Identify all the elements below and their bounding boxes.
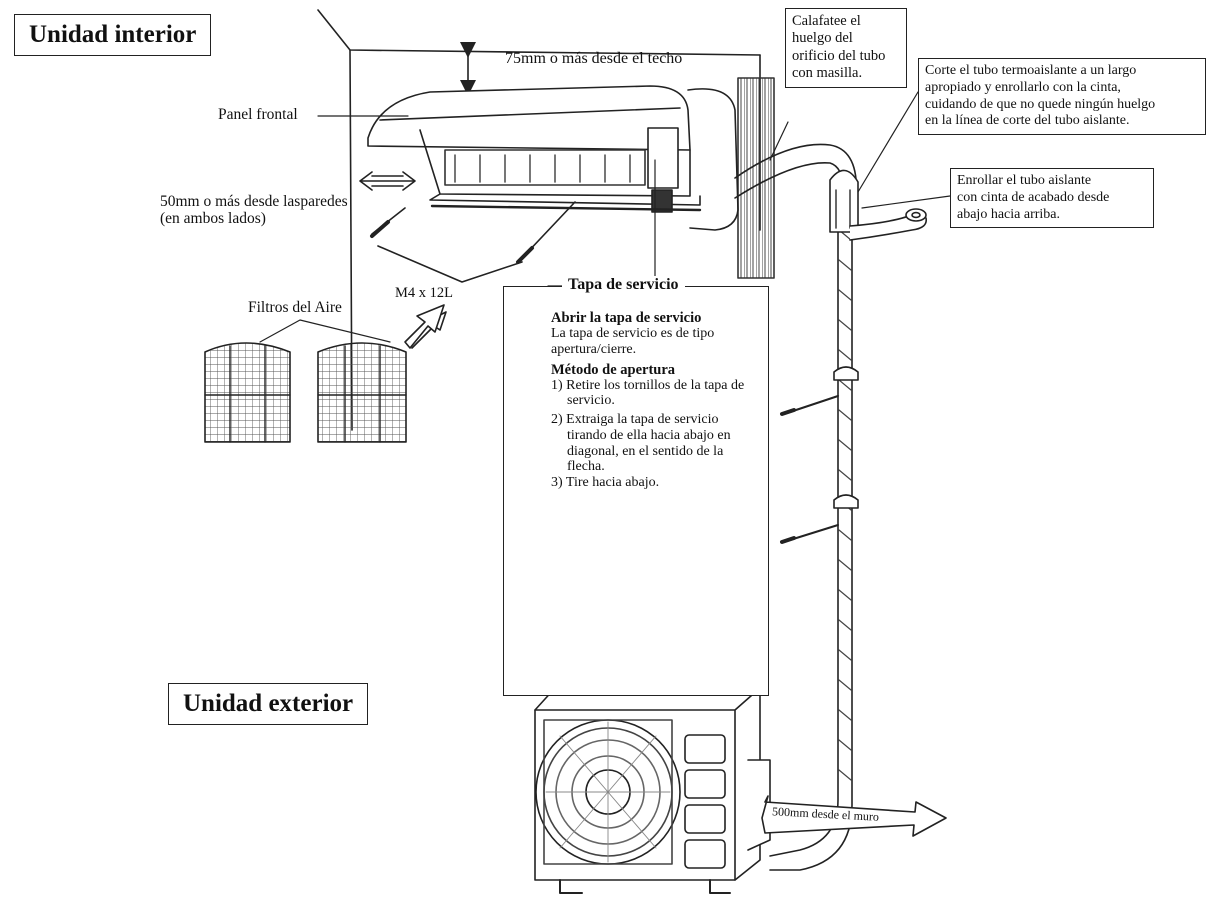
outdoor-unit-heading: Unidad exterior [168,683,369,725]
open-text-line: apertura/cierre. [551,341,637,357]
step-2-line: flecha. [567,459,605,475]
step-3-line: 3) Tire hacia abajo. [551,474,660,490]
service-cover-title: Tapa de servicio [562,276,685,294]
wrap-note: Enrollar el tubo aislante con cinta de a… [950,168,1154,229]
cut-insulation-note: Corte el tubo termoaislante a un largo a… [918,58,1206,136]
ceiling-clearance-label: 75mm o más desde el techo [505,50,683,67]
cut-insulation-line: Corte el tubo termoaislante a un largo [925,63,1137,78]
filter-leaders [259,319,391,343]
wall-outline [317,9,775,431]
step-2-line: diagonal, en el sentido de la [567,443,724,459]
caulk-note-line: con masilla. [792,65,863,82]
pipe-clamps [780,366,859,544]
service-cover-panel [503,286,769,696]
wall-clearance-arrow [359,171,416,191]
step-2-line: 2) Extraiga la tapa de servicio [551,412,719,428]
open-heading: Abrir la tapa de servicio [551,310,702,326]
caulk-note-line: orificio del tubo [792,47,886,64]
step-1-line: servicio. [567,393,615,409]
cut-insulation-line: cuidando de que no quede ningún huelgo [925,96,1156,112]
service-cover-instructions: Abrir la tapa de servicio La tapa de ser… [551,310,765,491]
front-panel-label: Panel frontal [218,106,298,123]
outdoor-unit-heading-text: Unidad exterior [183,690,354,717]
outdoor-unit-drawing [534,687,771,894]
caulk-note-line: huelgo del [792,30,853,47]
cut-insulation-line: en la línea de corte del tubo aislante. [925,113,1130,129]
wall-distance-arrow [761,795,947,837]
cut-insulation-line: apropiado y enrollarlo con la cinta, [925,79,1121,95]
caulk-note-line: Calafatee el [792,13,861,29]
wrap-note-line: con cinta de acabado desde [957,189,1110,205]
insert-arrow [404,304,447,349]
caulk-note: Calafatee el huelgo del orificio del tub… [785,8,907,88]
air-filter-left [204,342,291,443]
screw-size-label: M4 x 12L [395,285,453,301]
indoor-unit-heading-text: Unidad interior [29,21,197,48]
mounting-screws [370,201,576,283]
step-1-line: 1) Retire los tornillos de la tapa de [551,377,745,393]
wrap-note-line: Enrollar el tubo aislante [957,173,1092,188]
indoor-unit-drawing [367,85,739,231]
indoor-unit-heading: Unidad interior [14,14,212,56]
wall-clearance-line-2: (en ambos lados) [160,210,266,228]
air-filters-label: Filtros del Aire [248,299,342,316]
tape-roll [849,208,928,241]
step-2-line: tirando de ella hacia abajo en [567,427,731,443]
wrap-note-line: abajo hacia arriba. [957,206,1060,222]
open-text-line: La tapa de servicio es de tipo [551,326,715,342]
wall-clearance-line-1: 50mm o más desde lasparedes [160,193,348,210]
wall-clearance-label: 50mm o más desde lasparedes (en ambos la… [160,193,348,228]
air-filter-right [317,342,407,443]
method-heading: Método de apertura [551,361,676,378]
